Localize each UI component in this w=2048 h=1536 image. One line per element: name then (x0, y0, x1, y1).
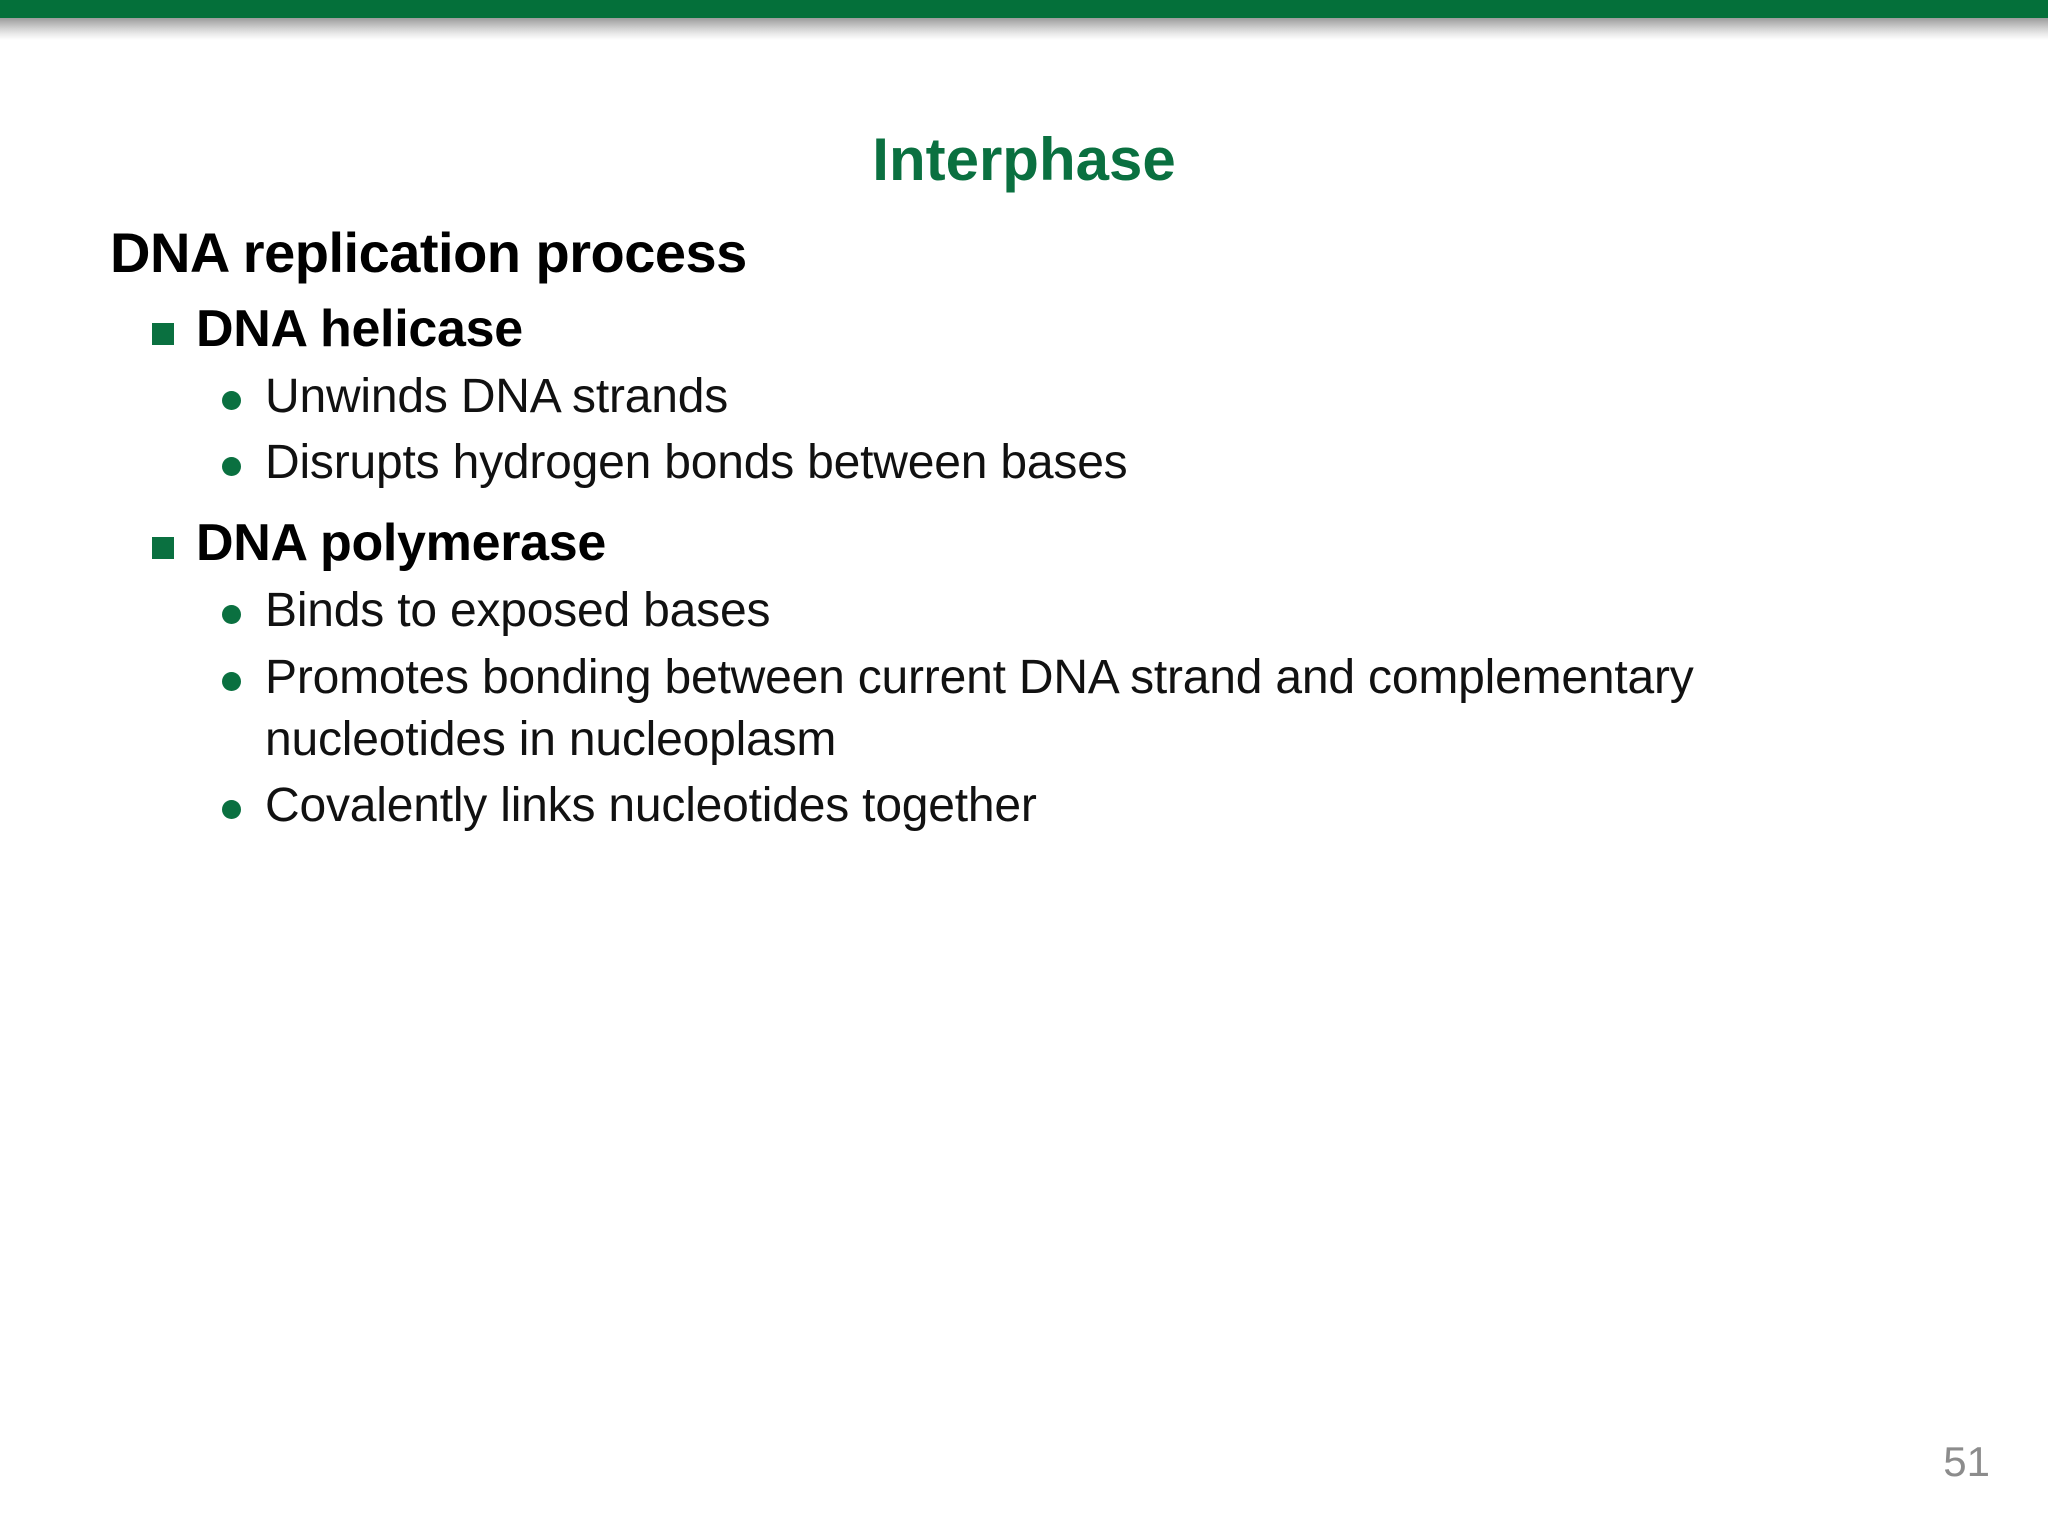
square-bullet-icon (152, 536, 174, 559)
bullet-level3-label: Binds to exposed bases (265, 584, 771, 638)
body-heading: DNA replication process (110, 221, 747, 284)
bullet-level3-item: Covalently links nucleotides together (110, 775, 1970, 837)
bullet-level3-item: Unwinds DNA strands (110, 366, 1970, 428)
round-bullet-icon (222, 671, 241, 691)
top-accent-bar-shadow (0, 18, 2048, 40)
round-bullet-icon (222, 605, 241, 625)
bullet-level3-item: Disrupts hydrogen bonds between bases (110, 432, 1970, 494)
bullet-level2-dna-helicase: DNA helicase (110, 299, 1970, 360)
bullet-level2-dna-polymerase: DNA polymerase (110, 513, 1970, 574)
bullet-level2-label: DNA polymerase (196, 513, 607, 572)
bullet-level2-label: DNA helicase (196, 299, 523, 358)
slide-title: Interphase (872, 126, 1176, 193)
round-bullet-icon (222, 391, 241, 411)
square-bullet-icon (152, 322, 174, 345)
page-number: 51 (1943, 1438, 1990, 1485)
bullet-level3-item: Binds to exposed bases (110, 580, 1970, 642)
bullet-level3-label: Unwinds DNA strands (265, 370, 729, 424)
bullet-level3-label: Promotes bonding between current DNA str… (265, 650, 1694, 766)
round-bullet-icon (222, 800, 241, 820)
section-spacer (110, 499, 1970, 513)
slide-body: DNA replication process DNA helicase Unw… (110, 221, 1970, 842)
bullet-level3-label: Covalently links nucleotides together (265, 779, 1037, 833)
round-bullet-icon (222, 457, 241, 477)
bullet-level3-item: Promotes bonding between current DNA str… (110, 647, 1970, 772)
top-accent-bar (0, 0, 2048, 18)
bullet-level3-label: Disrupts hydrogen bonds between bases (265, 436, 1128, 490)
